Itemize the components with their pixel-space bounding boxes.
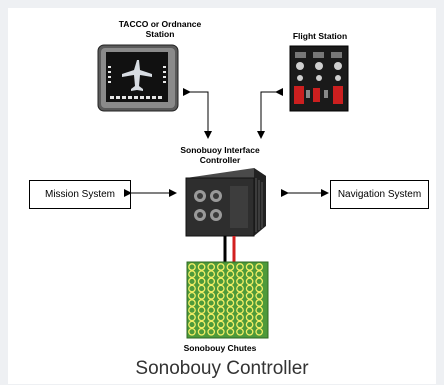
- chute-ring: [255, 327, 264, 336]
- chute-ring: [188, 313, 196, 322]
- chute-ring: [216, 284, 225, 293]
- chute-ring: [255, 299, 264, 307]
- chute-ring: [216, 313, 225, 322]
- chute-ring: [188, 291, 196, 300]
- chute-ring: [226, 313, 235, 322]
- chute-ring: [216, 327, 225, 336]
- chute-ring: [207, 270, 216, 279]
- chute-ring: [245, 263, 254, 271]
- sonobuoy-interface-controller-image: [185, 168, 266, 237]
- chute-ring: [197, 320, 206, 329]
- chute-ring: [245, 320, 254, 329]
- chute-ring: [188, 320, 196, 329]
- flight-station-panel-image: [289, 45, 349, 112]
- chute-ring: [188, 284, 196, 293]
- chute-ring: [207, 299, 216, 307]
- chute-ring: [226, 291, 235, 300]
- chute-ring: [236, 327, 244, 336]
- chute-ring: [207, 327, 216, 336]
- chute-ring: [197, 306, 206, 315]
- chute-ring: [216, 320, 225, 329]
- tacco-to-interface-connector: [183, 88, 212, 139]
- chute-ring: [245, 291, 254, 300]
- navigation-system-box: Navigation System: [330, 180, 429, 209]
- chute-ring: [226, 320, 235, 329]
- chute-ring: [245, 313, 254, 322]
- chute-ring: [197, 284, 206, 293]
- chute-ring: [226, 284, 235, 293]
- chute-ring: [207, 313, 216, 322]
- chute-ring: [188, 306, 196, 315]
- chute-ring: [188, 327, 196, 336]
- chute-ring: [226, 327, 235, 336]
- chute-ring: [255, 284, 264, 293]
- chute-ring: [245, 277, 254, 286]
- chute-ring: [207, 277, 216, 286]
- mission-system-box: Mission System: [29, 180, 131, 209]
- chute-ring: [188, 299, 196, 307]
- chute-ring: [226, 299, 235, 307]
- chute-ring: [197, 327, 206, 336]
- chute-ring: [197, 313, 206, 322]
- chute-ring: [255, 313, 264, 322]
- chute-ring: [216, 270, 225, 279]
- diagram-caption: Sonobouy Controller: [135, 358, 309, 379]
- chute-ring: [207, 291, 216, 300]
- chute-ring: [226, 306, 235, 315]
- flight-station-label: Flight Station: [292, 31, 348, 41]
- chute-ring: [255, 320, 264, 329]
- chute-ring: [216, 263, 225, 271]
- chute-ring: [245, 327, 254, 336]
- chute-ring: [255, 291, 264, 300]
- chute-ring: [216, 277, 225, 286]
- chute-ring: [236, 313, 244, 322]
- chute-ring: [236, 277, 244, 286]
- chute-ring: [216, 306, 225, 315]
- chute-ring: [245, 284, 254, 293]
- chute-ring: [188, 263, 196, 271]
- chute-ring: [236, 306, 244, 315]
- flight-to-interface-connector: [257, 88, 283, 139]
- chute-ring: [188, 270, 196, 279]
- chute-ring: [207, 320, 216, 329]
- chute-ring: [197, 277, 206, 286]
- sonobuoy-interface-label: Sonobuoy Interface Controller: [180, 145, 260, 165]
- chute-ring: [216, 299, 225, 307]
- chute-ring: [197, 263, 206, 271]
- chute-ring: [188, 277, 196, 286]
- chute-ring-grid: [188, 263, 264, 336]
- chute-ring: [226, 263, 235, 271]
- chute-ring: [245, 270, 254, 279]
- chute-ring: [236, 284, 244, 293]
- chute-ring: [245, 299, 254, 307]
- chute-ring: [255, 277, 264, 286]
- chute-ring: [197, 270, 206, 279]
- chute-ring: [236, 299, 244, 307]
- chute-ring: [245, 306, 254, 315]
- tacco-station-label: TACCO or Ordnance Station: [118, 19, 202, 39]
- chute-ring: [236, 270, 244, 279]
- chute-ring: [216, 291, 225, 300]
- chute-ring: [226, 270, 235, 279]
- chute-ring: [207, 306, 216, 315]
- chute-ring: [226, 277, 235, 286]
- chute-ring: [236, 291, 244, 300]
- chute-ring: [197, 299, 206, 307]
- chute-ring: [197, 291, 206, 300]
- chute-ring: [207, 284, 216, 293]
- mission-system-label: Mission System: [44, 189, 115, 200]
- chute-ring: [255, 263, 264, 271]
- tacco-monitor-image: [97, 44, 179, 112]
- chute-ring: [236, 320, 244, 329]
- chute-ring: [207, 263, 216, 271]
- chute-ring: [255, 270, 264, 279]
- sonobuoy-chutes-label: Sonobouy Chutes: [183, 343, 257, 353]
- chute-ring: [236, 263, 244, 271]
- navigation-system-label: Navigation System: [337, 189, 422, 200]
- chute-ring: [255, 306, 264, 315]
